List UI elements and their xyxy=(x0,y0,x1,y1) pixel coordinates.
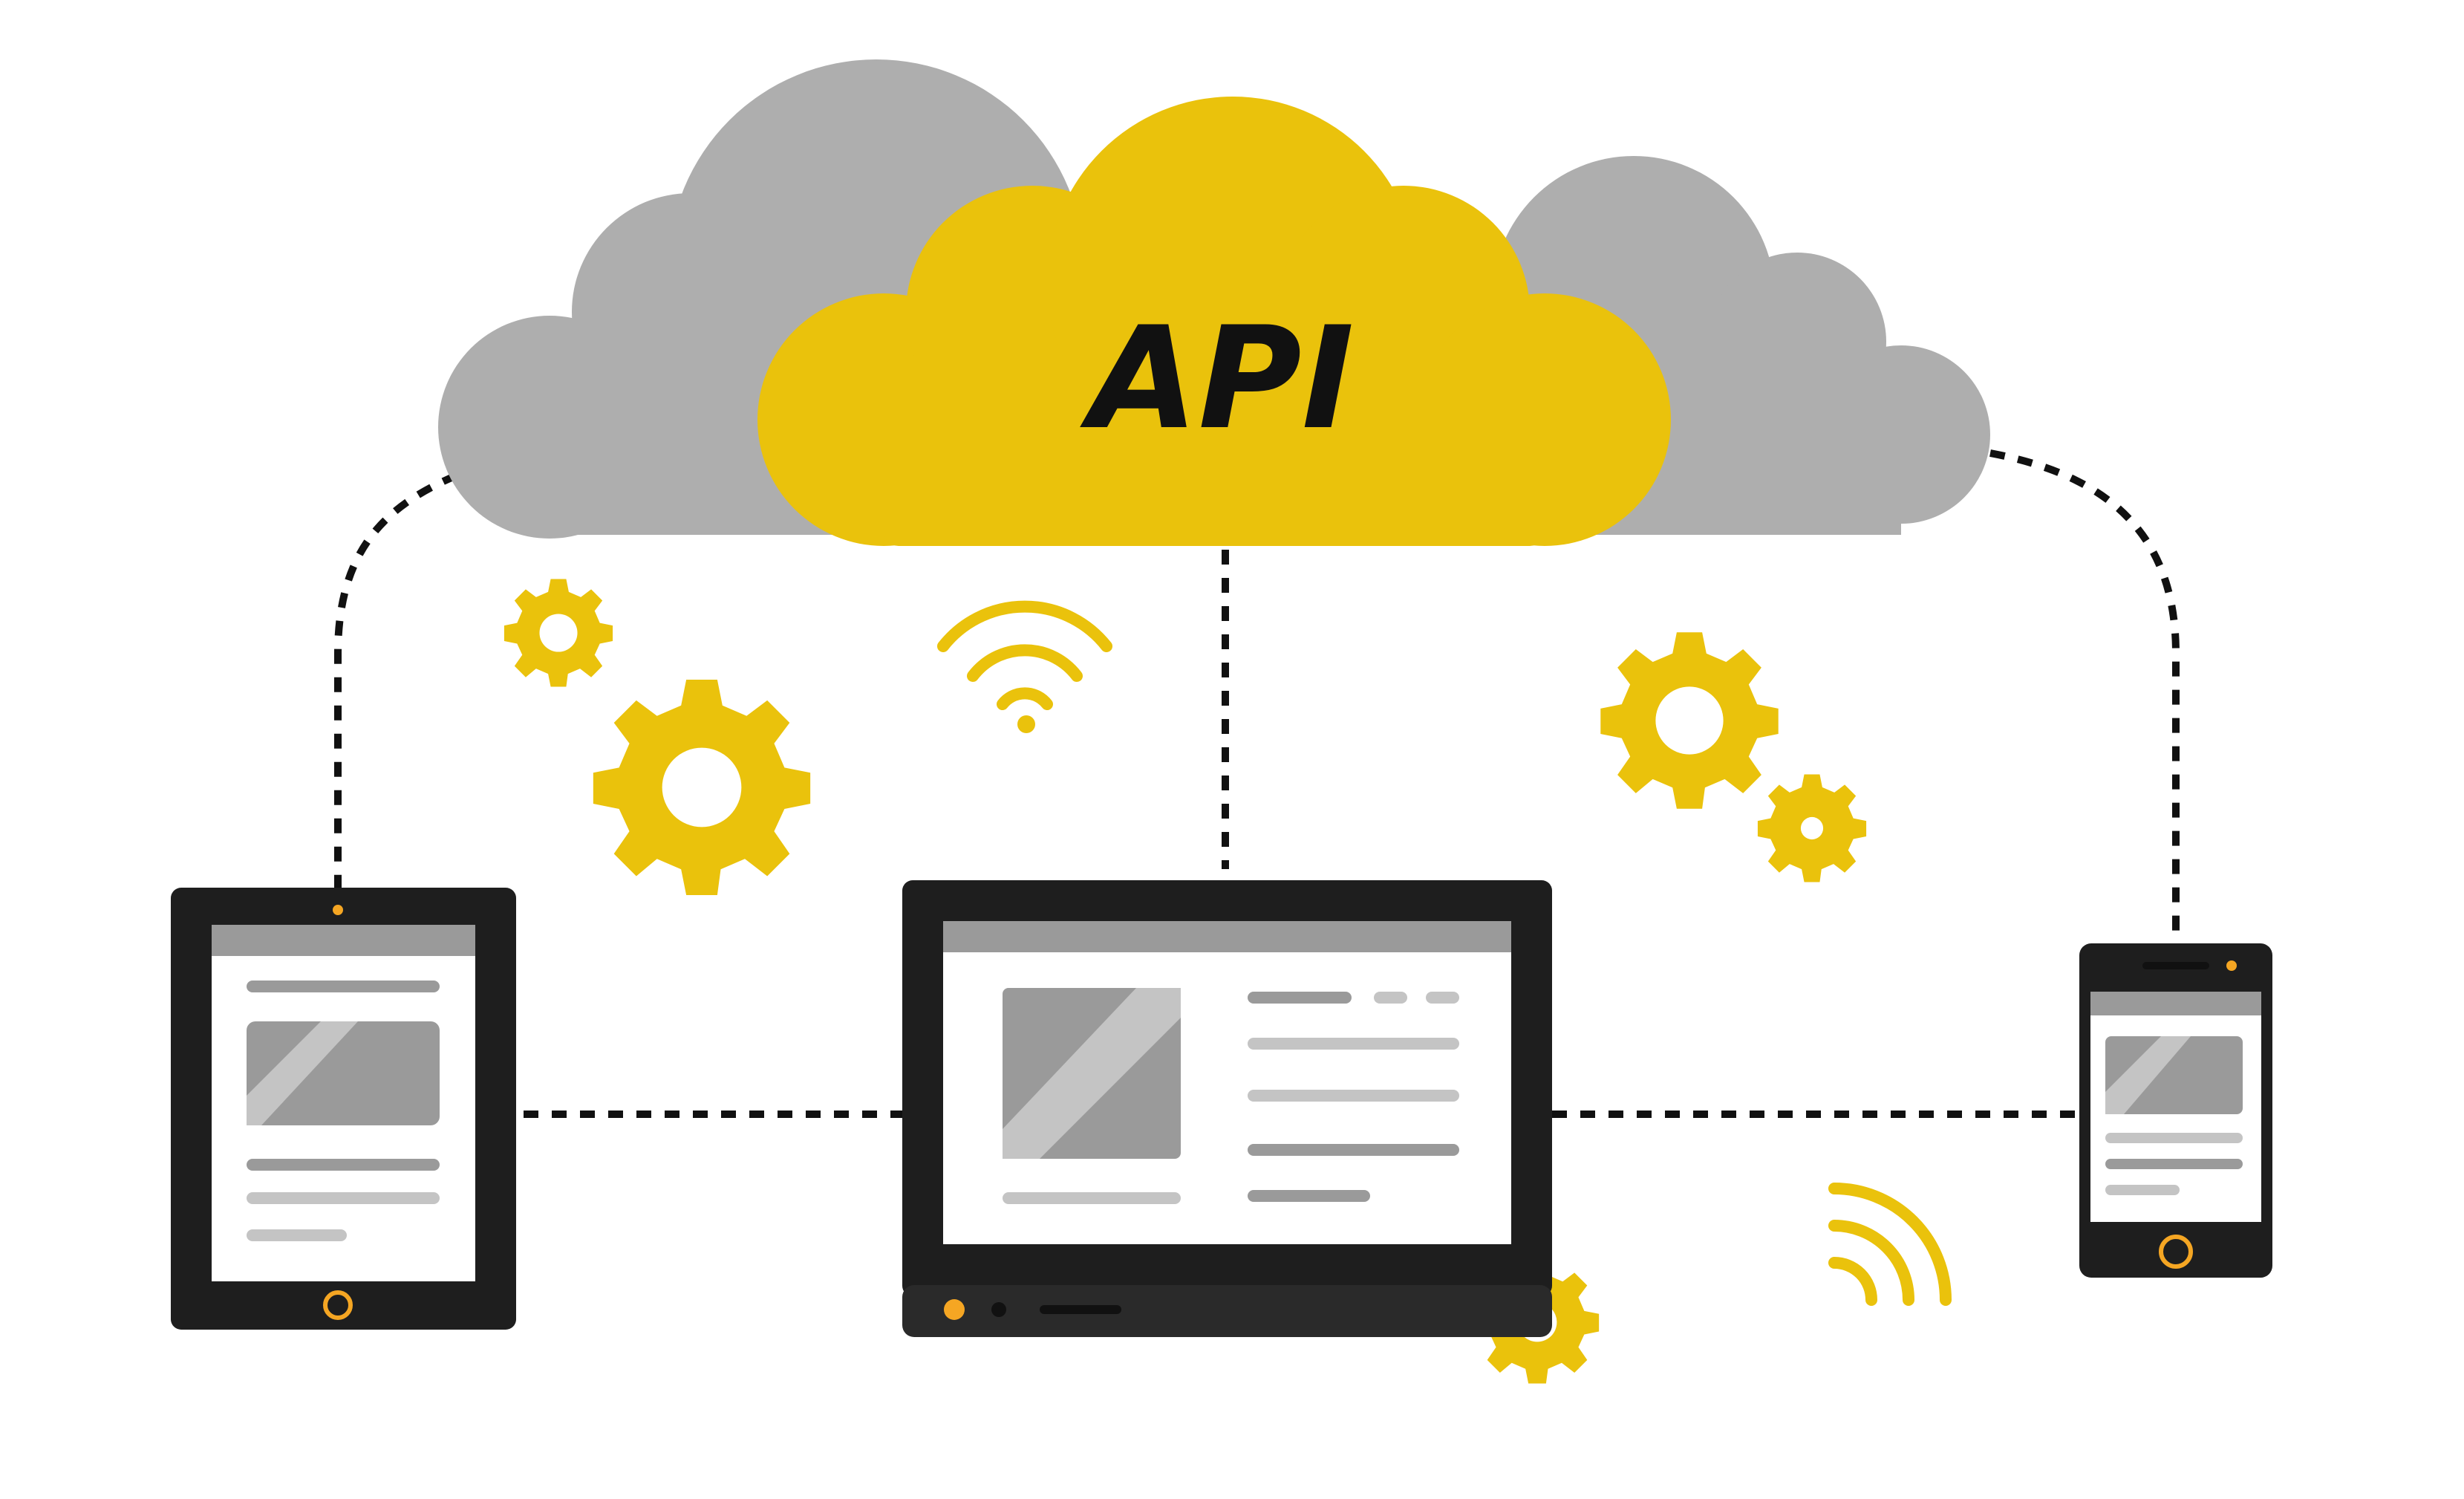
api-label: API xyxy=(1080,296,1355,461)
tablet-icon xyxy=(171,888,516,1330)
cloud-icon: API xyxy=(438,59,1990,546)
connector-lines xyxy=(334,449,2180,1118)
yellow-cloud xyxy=(757,97,1671,546)
connector-cloud-phone xyxy=(1989,449,2180,943)
gear-icon xyxy=(503,579,613,687)
tablet-home-button xyxy=(323,1290,353,1320)
laptop-icon xyxy=(902,880,1552,1337)
wifi-icon xyxy=(937,600,1112,733)
gear-icon xyxy=(1757,774,1867,882)
gear-icon xyxy=(593,680,811,895)
laptop-base xyxy=(902,1285,1552,1337)
connector-cloud-tablet xyxy=(334,472,458,888)
wifi-icon xyxy=(1828,1183,1952,1306)
gear-icon xyxy=(1600,632,1779,809)
phone-home-button xyxy=(2159,1235,2193,1269)
smartphone-icon xyxy=(2079,943,2272,1278)
